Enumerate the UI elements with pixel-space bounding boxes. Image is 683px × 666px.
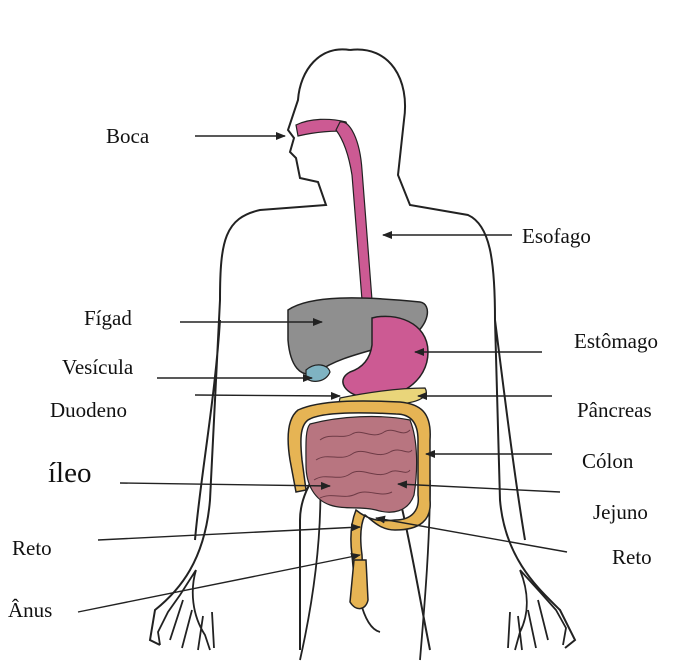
label-anus: Ânus [8,600,52,621]
label-pancreas: Pâncreas [577,400,652,421]
label-figado: Fígad [84,308,132,329]
arrow-anus [78,555,360,612]
label-reto-left: Reto [12,538,52,559]
label-jejuno: Jejuno [593,502,648,523]
label-boca: Boca [106,126,149,147]
gallbladder [306,365,330,381]
esophagus [336,122,384,324]
label-estomago: Estômago [574,331,658,352]
label-esofago: Esofago [522,226,591,247]
label-colon: Cólon [582,451,633,472]
label-vesicula: Vesícula [62,357,133,378]
right-hand [508,570,566,650]
label-duodeno: Duodeno [50,400,127,421]
label-ileo: íleo [48,459,92,488]
arrow-reto-right [376,518,567,552]
left-hand [158,570,214,650]
arrow-reto-left [98,527,360,540]
small-intestine [306,417,417,513]
arrow-duodeno [195,395,340,396]
rectum [350,560,368,609]
label-reto-right: Reto [612,547,652,568]
